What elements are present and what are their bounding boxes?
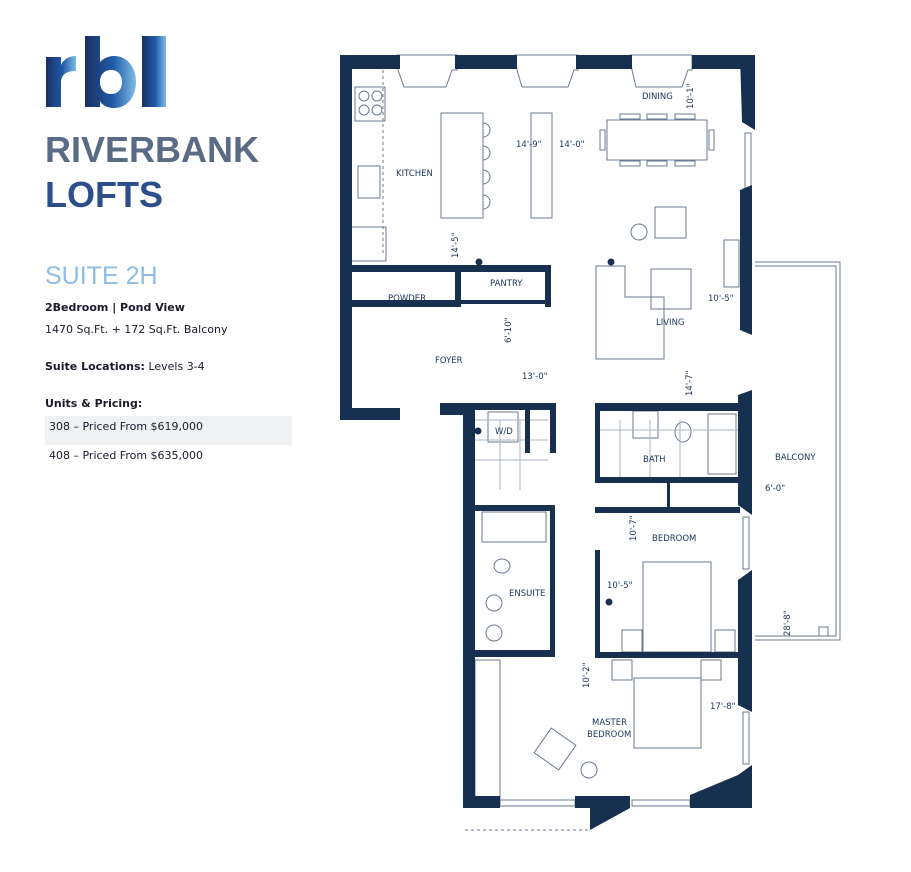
dim-master-w: 17'-8": [710, 702, 736, 712]
suite-area: 1470 Sq.Ft. + 172 Sq.Ft. Balcony: [45, 323, 228, 336]
windows: [396, 54, 752, 831]
walls: [340, 55, 755, 830]
unit-row: 308 – Priced From $619,000: [45, 416, 292, 445]
balcony-outline: [755, 261, 841, 641]
room-label-balcony: BALCONY: [775, 453, 816, 463]
suite-type: 2Bedroom | Pond View: [45, 301, 185, 314]
room-label-kitchen: KITCHEN: [396, 169, 433, 179]
room-label-master: MASTER: [592, 718, 627, 728]
room-label-wd: W/D: [495, 427, 513, 437]
suite-locations: Suite Locations: Levels 3-4: [45, 360, 205, 373]
unit-price: 308 – Priced From $619,000: [49, 420, 204, 433]
dim-foyer-h: 6'-10": [504, 317, 514, 343]
dim-bedroom-h: 10'-7": [629, 515, 639, 541]
dim-master-h: 10'-2": [582, 662, 592, 688]
dim-kitchen-d: 14'-0": [559, 140, 585, 150]
locations-label: Suite Locations:: [45, 360, 145, 373]
dim-living-h: 14'-7": [685, 370, 695, 396]
dim-bedroom-w: 10'-5": [607, 581, 633, 591]
dim-dining: 10'-1": [686, 83, 696, 109]
brand-name-line2: LOFTS: [45, 174, 163, 215]
room-label-bedroom: BEDROOM: [652, 534, 696, 544]
suite-title: SUITE 2H: [45, 262, 158, 290]
unit-price: 408 – Priced From $635,000: [49, 449, 204, 462]
dim-kitchen-w: 14'-9": [516, 140, 542, 150]
brand-name-line1: RIVERBANK: [45, 129, 260, 170]
dim-balcony-h: 28'-8": [783, 610, 793, 636]
room-label-dining: DINING: [642, 92, 673, 102]
room-label-powder: POWDER: [388, 294, 426, 304]
fixture-dots: [474, 258, 615, 606]
room-label-bath: BATH: [643, 455, 666, 465]
room-label-pantry: PANTRY: [490, 279, 523, 289]
unit-row: 408 – Priced From $635,000: [45, 445, 292, 474]
rbl-logo: [46, 36, 166, 108]
pricing-label: Units & Pricing:: [45, 397, 143, 410]
dim-kitchen-h: 14'-5": [451, 232, 461, 258]
room-label-living: LIVING: [656, 318, 685, 328]
room-label-foyer: FOYER: [435, 356, 463, 366]
room-label-ensuite: ENSUITE: [509, 589, 545, 599]
locations-value: Levels 3-4: [148, 360, 205, 373]
dim-living-w: 10'-5": [708, 294, 734, 304]
dim-foyer-w: 13'-0": [522, 372, 548, 382]
fixtures: [347, 70, 740, 801]
dim-balcony-w: 6'-0": [765, 484, 785, 494]
room-label-master: BEDROOM: [587, 730, 631, 740]
